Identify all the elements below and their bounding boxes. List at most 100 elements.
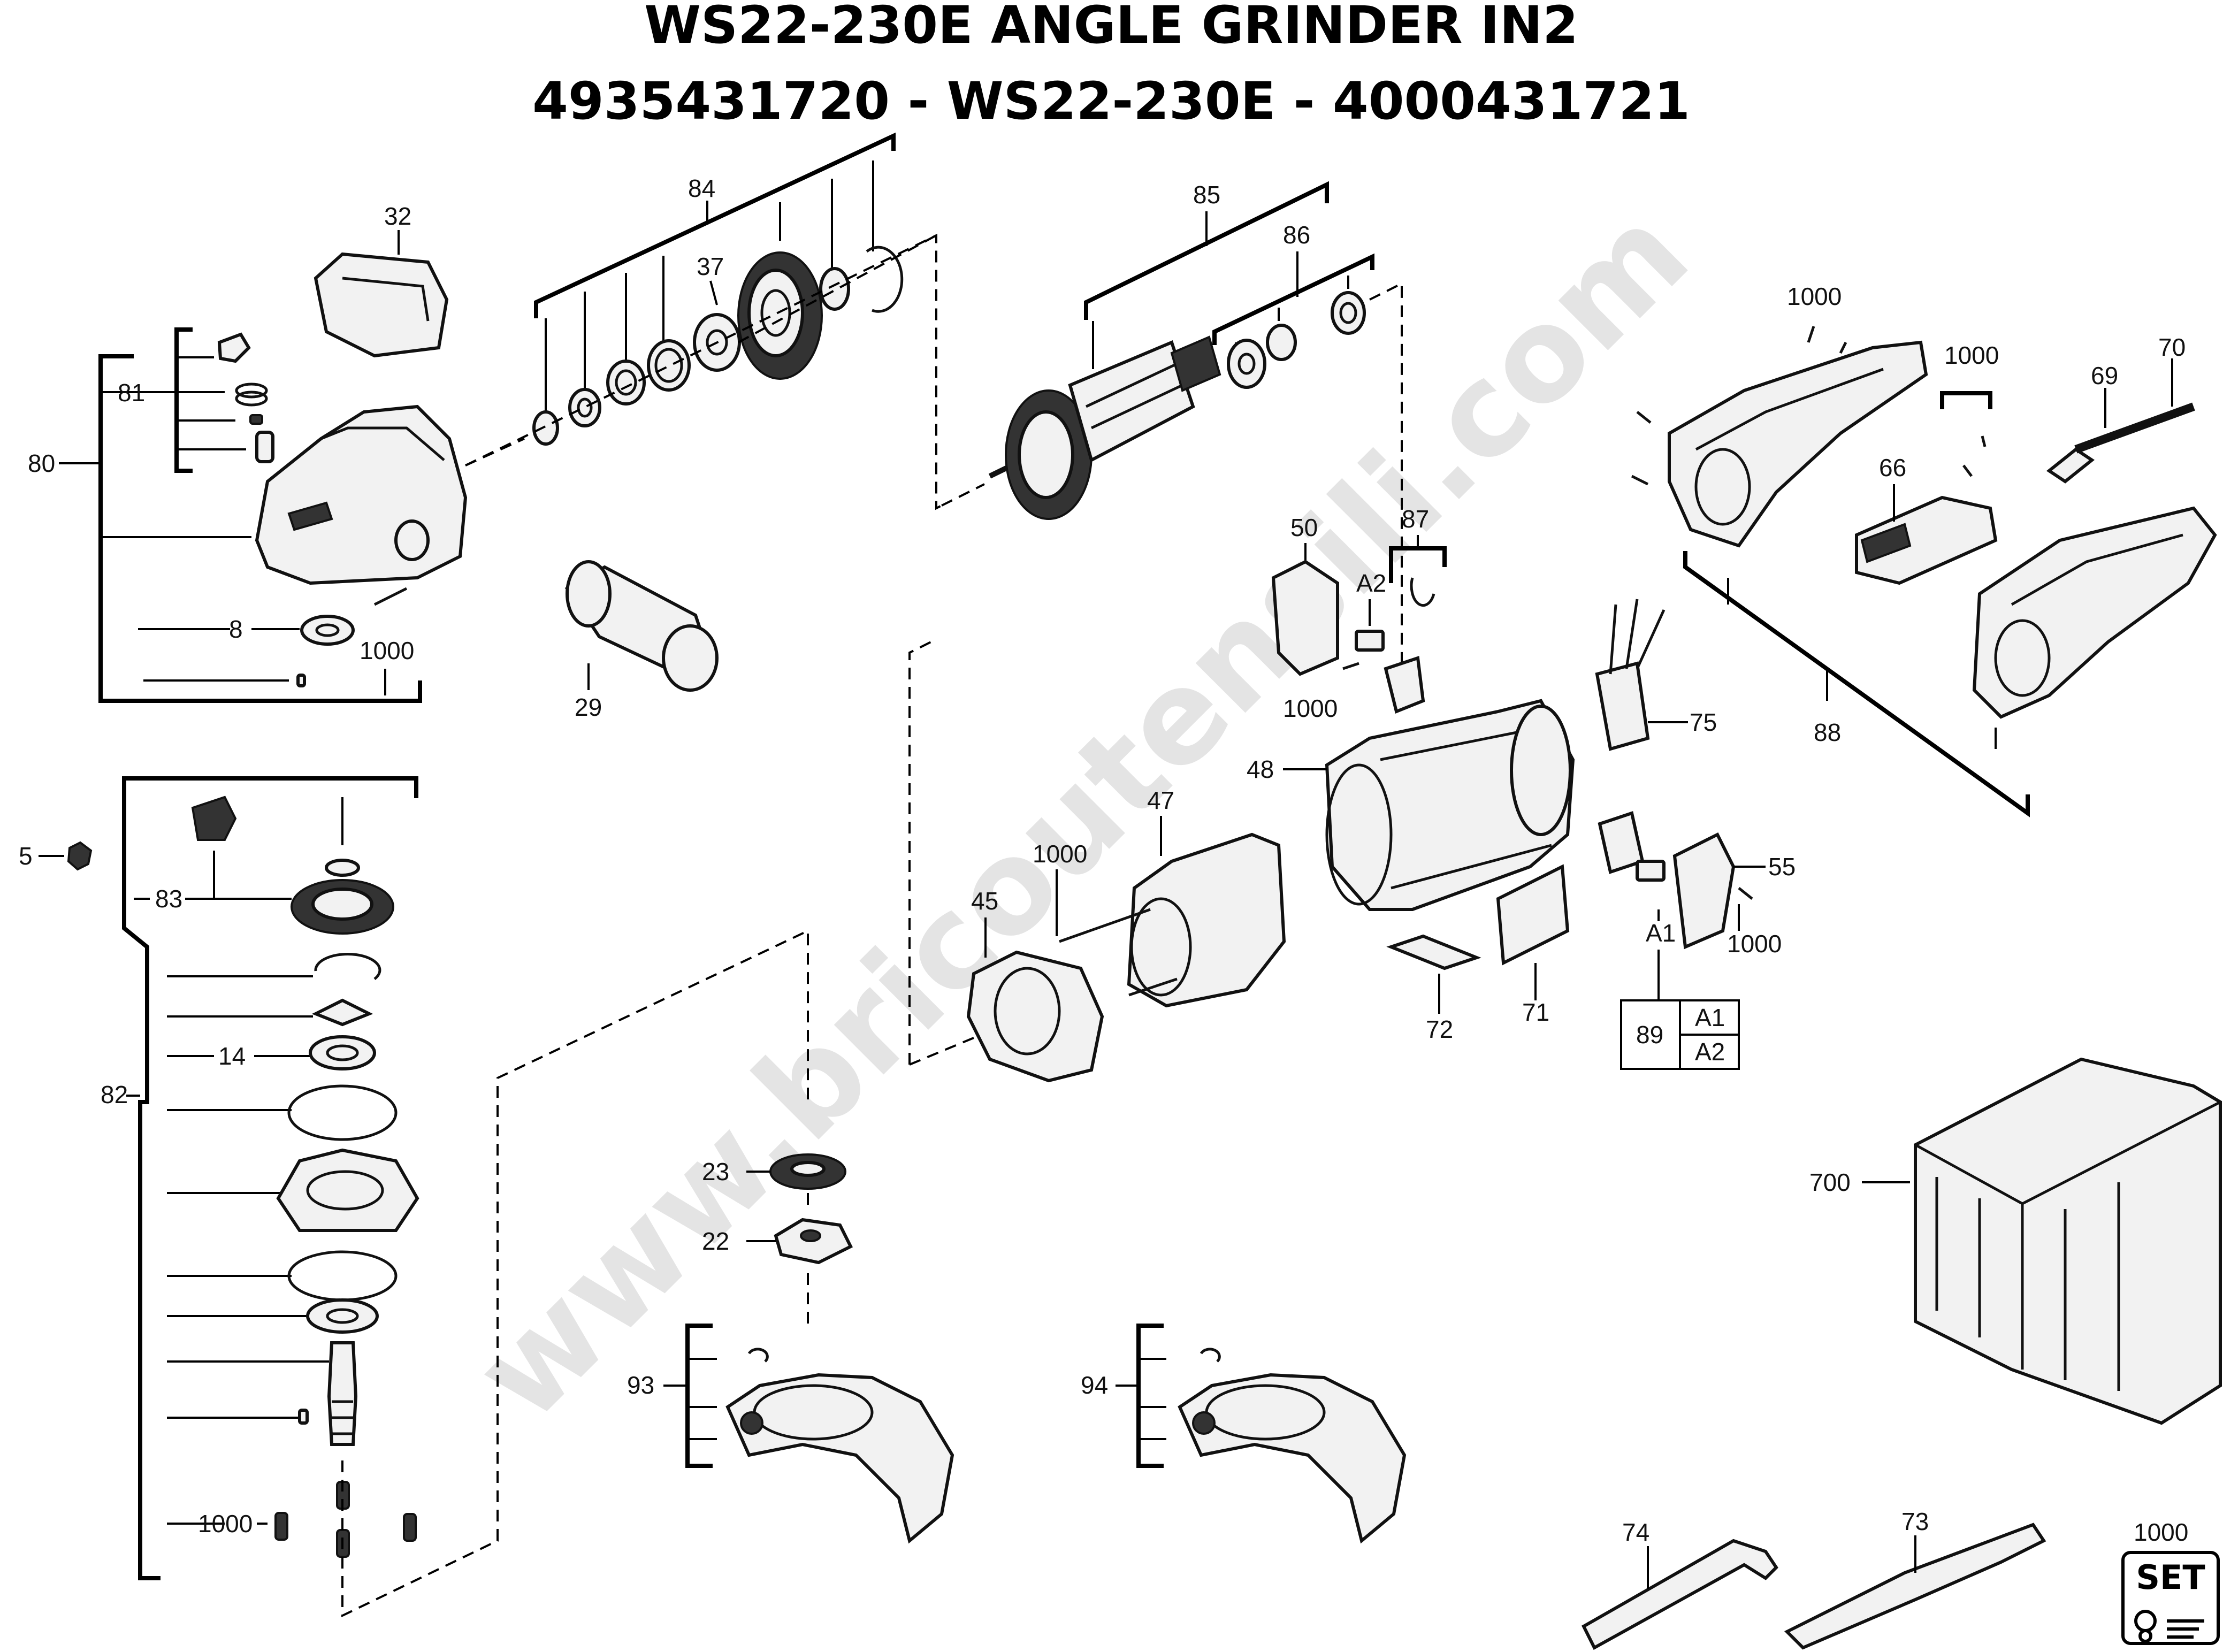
- gear-parts-group-84: 84 37: [465, 132, 942, 510]
- o-ring: [287, 1084, 398, 1141]
- callout-82: 82: [101, 1081, 128, 1108]
- callout-88: 88: [1814, 718, 1841, 746]
- callout-81: 81: [118, 379, 145, 407]
- hex-key-74: [1582, 1539, 1778, 1650]
- circlip: [866, 246, 904, 313]
- bearing-flange: [276, 1148, 419, 1232]
- title-line-1: WS22-230E ANGLE GRINDER IN2: [644, 0, 1578, 55]
- callout-84: 84: [688, 174, 715, 202]
- label-71: [1496, 864, 1570, 966]
- callout-22: 22: [702, 1227, 729, 1255]
- callout-1000-a: 1000: [360, 637, 414, 664]
- baffle-45: [966, 950, 1104, 1083]
- callout-1000-g: 1000: [198, 1510, 253, 1538]
- callout-87: 87: [1402, 505, 1429, 533]
- wheel-guard-94: [1178, 1373, 1407, 1544]
- bracket-88: [1683, 551, 2030, 817]
- callout-14: 14: [218, 1042, 246, 1070]
- bracket-93: [685, 1324, 713, 1468]
- callout-70: 70: [2158, 333, 2186, 361]
- callout-8: 8: [229, 615, 243, 643]
- callout-1000-h: 1000: [2134, 1518, 2188, 1546]
- bracket-81: [174, 327, 193, 473]
- switch-66: [1855, 495, 1998, 585]
- electronic-module-75: [1595, 661, 1650, 751]
- brush-holder-group: 50 87 A2 1000: [1271, 505, 1447, 722]
- guard-93: 93: [627, 1324, 954, 1544]
- armature-group: 85 86: [941, 181, 1403, 695]
- callout-47: 47: [1147, 786, 1174, 814]
- callout-32: 32: [384, 202, 411, 230]
- flange-group: 23 22: [702, 1153, 853, 1327]
- main-handle-group: 1000 88 66 1000 69 70: [1631, 282, 2217, 817]
- pin-spanner-73: [1784, 1523, 2046, 1650]
- callout-48: 48: [1247, 755, 1274, 783]
- stator-47: [1127, 832, 1286, 1008]
- spindle: [327, 1341, 358, 1446]
- bracket-84: [534, 132, 896, 318]
- callout-37: 37: [697, 253, 724, 280]
- gear-housing-group: 80 81 32 8 1000: [28, 202, 468, 703]
- callout-700: 700: [1809, 1168, 1851, 1196]
- nut-5: [67, 841, 93, 871]
- callout-74: 74: [1622, 1518, 1649, 1546]
- handle-half-right: [1972, 506, 2217, 719]
- wheel-guard-93: [725, 1373, 954, 1544]
- carry-case-700: 700: [1809, 1057, 2222, 1425]
- callout-5: 5: [19, 842, 33, 870]
- callout-55: 55: [1768, 853, 1796, 881]
- motor-housing-group: 48 47 1000 45 72 71: [908, 638, 1575, 1083]
- bearing-14: [309, 1035, 376, 1070]
- callout-86: 86: [1283, 221, 1310, 249]
- callout-85: 85: [1193, 181, 1220, 209]
- gear-head-group: 82 5 83 14: [19, 776, 809, 1618]
- brush-cover-50: [1271, 560, 1339, 676]
- callout-89: 89: [1636, 1021, 1663, 1049]
- callout-A1-b: A1: [1695, 1004, 1725, 1031]
- carry-case: [1914, 1057, 2222, 1425]
- lever-part: [217, 332, 251, 363]
- bracket-86: [1212, 253, 1374, 345]
- pinion-83: [191, 796, 237, 841]
- callout-72: 72: [1426, 1015, 1453, 1043]
- handle-half-left: [1668, 340, 1928, 548]
- callout-50: 50: [1290, 514, 1318, 541]
- callout-45: 45: [971, 887, 998, 915]
- motor-cap-32: [314, 252, 449, 358]
- carbon-brush: [1355, 630, 1385, 652]
- callout-83: 83: [155, 885, 182, 913]
- callout-71: 71: [1522, 998, 1549, 1026]
- title-line-2: 4935431720 - WS22-230E - 4000431721: [532, 71, 1690, 131]
- callout-69: 69: [2091, 362, 2118, 389]
- guard-94: 94: [1081, 1324, 1407, 1544]
- circlip-2: [314, 953, 381, 980]
- bracket-80: [98, 354, 422, 703]
- callout-29: 29: [575, 693, 602, 721]
- callout-A2-b: A2: [1695, 1038, 1725, 1066]
- screw-1000: [373, 587, 408, 606]
- callout-1000-d: 1000: [1283, 694, 1338, 722]
- callout-75: 75: [1690, 708, 1717, 736]
- callout-73: 73: [1901, 1508, 1929, 1535]
- washer: [532, 410, 559, 446]
- callout-66: 66: [1879, 454, 1906, 481]
- set-badge-label: SET: [2136, 1558, 2205, 1597]
- callout-1000-f: 1000: [1727, 930, 1782, 958]
- electronics-group: 75 55 1000 A1 89 A1 A2: [1595, 599, 1796, 1070]
- callout-94: 94: [1081, 1371, 1108, 1399]
- tools-group: 74 73 1000 SET: [1582, 1508, 2220, 1650]
- brush-cover-55: [1672, 832, 1736, 950]
- bracket-82: [122, 776, 418, 1580]
- cable-sleeve-69: [2046, 447, 2095, 484]
- callout-80: 80: [28, 449, 55, 477]
- gear-housing: [255, 404, 468, 585]
- callout-A2-a: A2: [1356, 569, 1386, 597]
- callout-1000-b: 1000: [1787, 282, 1842, 310]
- callout-1000-c: 1000: [1944, 341, 1999, 369]
- callout-1000-e: 1000: [1033, 840, 1087, 868]
- side-handle-29: 29: [564, 560, 719, 721]
- label-72: [1386, 934, 1481, 970]
- callout-93: 93: [627, 1371, 654, 1399]
- callout-23: 23: [702, 1158, 729, 1186]
